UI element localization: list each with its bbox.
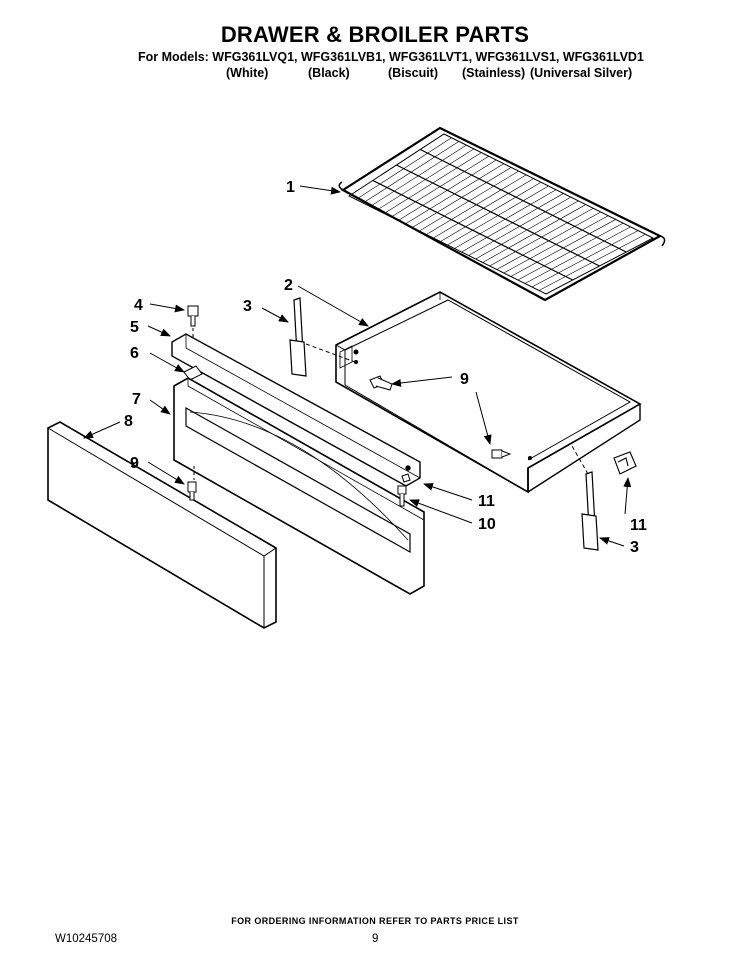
- callout-8: 8: [124, 413, 133, 430]
- callout-5: 5: [130, 319, 139, 336]
- page-number: 9: [372, 933, 379, 945]
- callout-11-left: 11: [478, 493, 495, 510]
- clip-11-left: [401, 473, 411, 483]
- color-universal-silver: (Universal Silver): [530, 66, 633, 80]
- color-white: (White): [226, 66, 269, 80]
- callout-6: 6: [130, 345, 139, 362]
- callout-10: 10: [478, 516, 496, 533]
- clip-11-right: [613, 451, 637, 475]
- ordering-note: FOR ORDERING INFORMATION REFER TO PARTS …: [231, 916, 519, 926]
- screw-10: [397, 485, 407, 507]
- screw-9-drawer: [369, 375, 393, 391]
- callout-7: 7: [132, 391, 141, 408]
- models-line: For Models: WFG361LVQ1, WFG361LVB1, WFG3…: [138, 50, 644, 64]
- callout-9-drawer: 9: [460, 371, 469, 388]
- drawer-front: [173, 377, 425, 595]
- rack-crossbar: [419, 148, 627, 253]
- drawer-glide-left: [289, 297, 307, 377]
- drawer-body: [335, 291, 642, 494]
- callout-3-left: 3: [243, 298, 252, 315]
- color-biscuit: (Biscuit): [388, 66, 438, 80]
- oven-rack: [338, 126, 666, 302]
- screw-4: [187, 305, 199, 327]
- callout-2: 2: [284, 277, 293, 294]
- drawer-glide-right: [581, 471, 599, 551]
- callout-9-front: 9: [130, 455, 139, 472]
- rack-crossbar: [396, 164, 600, 267]
- screw-9-rear: [491, 449, 512, 459]
- leader-lines: [83, 185, 632, 547]
- callout-11-right: 11: [630, 517, 647, 534]
- color-black: (Black): [308, 66, 350, 80]
- page-title: DRAWER & BROILER PARTS: [220, 22, 530, 47]
- callout-4: 4: [134, 297, 143, 314]
- drawer-panel: [47, 421, 277, 629]
- document-id: W10245708: [55, 933, 118, 945]
- callout-1: 1: [286, 179, 295, 196]
- trim-bracket: [171, 333, 421, 487]
- screw-9-front: [187, 481, 197, 501]
- color-stainless: (Stainless): [462, 66, 526, 80]
- rack-crossbar: [372, 179, 574, 281]
- callout-3-right: 3: [630, 539, 639, 556]
